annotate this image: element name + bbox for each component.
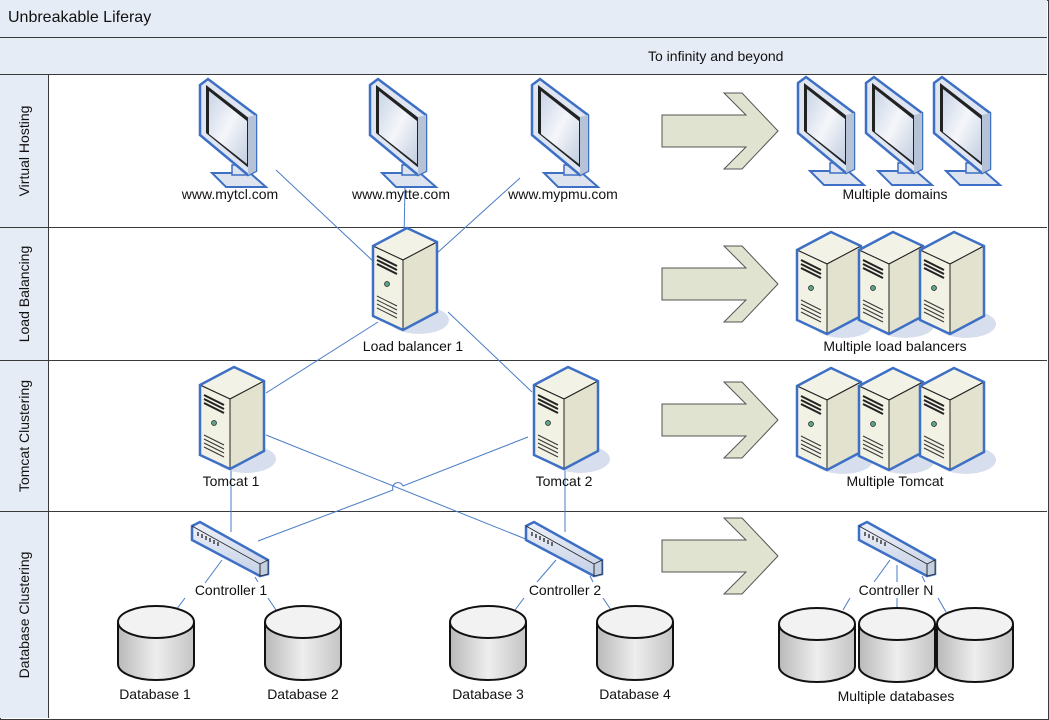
label-domain2: www.mytte.com	[351, 186, 451, 202]
connectors	[175, 169, 947, 613]
database-icon-db4	[596, 605, 674, 681]
connector-c2-up	[536, 559, 557, 583]
monitor-icon-multi-2	[864, 75, 934, 187]
connector-c1-up	[204, 559, 223, 584]
connector-domain1-lb	[275, 169, 375, 263]
connector-cN-left	[873, 559, 891, 583]
label-multi-domains: Multiple domains	[842, 186, 948, 202]
label-multi-db: Multiple databases	[837, 688, 955, 704]
server-icon-tomcat1	[198, 365, 278, 475]
label-load-balancer: Load balancer 1	[362, 338, 464, 354]
database-icon-db3	[449, 605, 527, 681]
server-icon-load-balancer	[371, 226, 451, 336]
scale-arrow-icon-db	[661, 517, 779, 595]
connector-c2-db3	[514, 597, 525, 611]
connector-lb-tomcat2	[447, 311, 533, 393]
lane-header-virtual-hosting: Virtual Hosting	[0, 75, 49, 228]
monitor-icon-domain2	[368, 77, 438, 189]
phase-header: To infinity and beyond	[0, 38, 1047, 75]
connector-cN-db-a	[842, 597, 851, 611]
database-icon-multi-2	[858, 607, 936, 683]
label-multi-tomcat: Multiple Tomcat	[846, 473, 944, 489]
monitor-icon-domain1	[198, 77, 268, 189]
connector-domain3-lb	[435, 177, 521, 255]
lane-header-tomcat-clustering: Tomcat Clustering	[0, 361, 49, 512]
lane-tomcat-clustering	[49, 361, 1047, 512]
connector-cN-db-c	[937, 597, 947, 613]
database-icon-multi-3	[936, 607, 1014, 683]
monitor-icon-multi-1	[796, 75, 866, 187]
server-icon-multi-lb-3	[918, 230, 998, 340]
database-icon-db1	[117, 605, 195, 681]
connector-c2-db4	[602, 597, 612, 611]
label-multi-lb: Multiple load balancers	[823, 338, 967, 354]
phase-label: To infinity and beyond	[648, 48, 784, 64]
scale-arrow-icon-lb	[661, 245, 779, 323]
switch-icon-controller2	[524, 520, 604, 578]
scale-arrow-icon-tomcat	[661, 381, 779, 459]
label-db1: Database 1	[119, 686, 191, 702]
label-tomcat1: Tomcat 1	[202, 473, 260, 489]
label-controller2: Controller 2	[528, 582, 602, 598]
label-db4: Database 4	[599, 686, 671, 702]
label-db3: Database 3	[452, 686, 524, 702]
connector-tomcat2-controller1	[257, 436, 529, 542]
label-controller1: Controller 1	[194, 582, 268, 598]
label-domain1: www.mytcl.com	[181, 186, 279, 202]
connector-lb-tomcat1	[265, 321, 379, 394]
switch-icon-controller1	[190, 520, 270, 578]
label-domain3: www.mypmu.com	[508, 186, 618, 202]
monitor-icon-domain3	[530, 77, 600, 189]
label-tomcat2: Tomcat 2	[535, 473, 593, 489]
server-icon-tomcat2	[532, 365, 612, 475]
lane-virtual-hosting	[49, 75, 1047, 228]
connector-c1-right	[254, 576, 259, 583]
label-controllerN: Controller N	[858, 582, 934, 598]
label-db2: Database 2	[267, 686, 339, 702]
scale-arrow-icon-domains	[661, 92, 779, 170]
connector-cN-right	[921, 575, 926, 583]
lane-load-balancing	[49, 228, 1047, 361]
server-icon-multi-tomcat-3	[918, 366, 998, 476]
connector-c1-db2	[267, 597, 277, 611]
title-bar: Unbreakable Liferay	[0, 0, 1047, 38]
lane-header-load-balancing: Load Balancing	[0, 228, 49, 361]
lane-header-database-clustering: Database Clustering	[0, 512, 49, 718]
database-icon-db2	[264, 605, 342, 681]
database-icon-multi-1	[778, 607, 856, 683]
connector-tomcat1-controller2	[265, 434, 549, 549]
diagram-title: Unbreakable Liferay	[8, 9, 152, 26]
monitor-icon-multi-3	[932, 75, 1002, 187]
connector-c2-right	[589, 575, 594, 583]
